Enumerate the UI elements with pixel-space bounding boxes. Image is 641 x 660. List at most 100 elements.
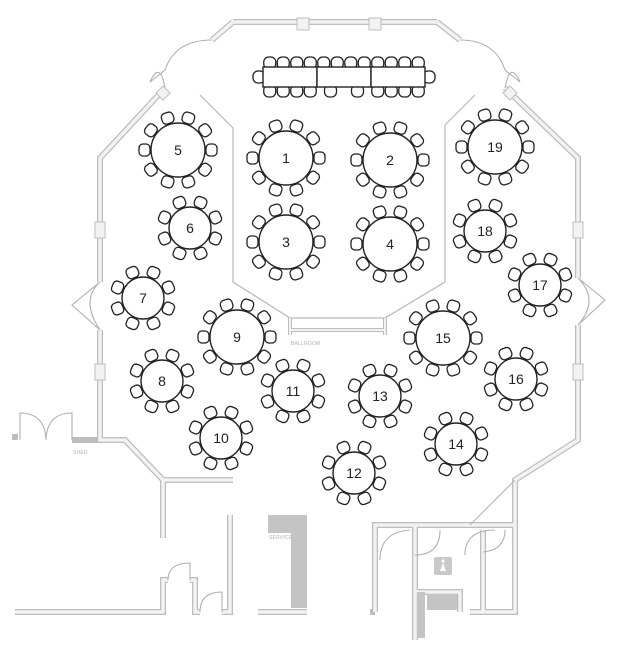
- table-9[interactable]: 9: [197, 298, 277, 376]
- chair: [467, 249, 482, 264]
- chair: [161, 280, 176, 295]
- table-17[interactable]: 17: [507, 252, 573, 318]
- chair: [372, 205, 387, 219]
- table-14[interactable]: 14: [423, 411, 489, 477]
- chair: [534, 361, 549, 376]
- chair: [219, 362, 234, 376]
- chair: [251, 170, 266, 185]
- chair: [355, 133, 370, 148]
- table-1[interactable]: 1: [246, 119, 326, 197]
- table-10[interactable]: 10: [188, 405, 254, 471]
- chair: [408, 311, 423, 326]
- chair: [507, 267, 522, 282]
- chair: [165, 348, 180, 363]
- chair: [410, 133, 425, 148]
- chair: [197, 330, 210, 344]
- table-number: 6: [186, 220, 194, 236]
- chair: [224, 405, 239, 420]
- table-16[interactable]: 16: [483, 346, 549, 412]
- chair: [296, 358, 311, 373]
- table-18[interactable]: 18: [452, 198, 518, 264]
- chair: [372, 455, 387, 470]
- table-number: 9: [233, 329, 241, 345]
- chair: [251, 131, 266, 146]
- chair: [488, 249, 503, 264]
- chair: [313, 235, 326, 249]
- table-6[interactable]: 6: [157, 195, 223, 261]
- chair: [268, 267, 283, 281]
- table-19[interactable]: 19: [455, 108, 535, 186]
- table-number: 8: [158, 373, 166, 389]
- chair: [251, 215, 266, 230]
- chair: [321, 455, 336, 470]
- table-number: 19: [487, 139, 503, 155]
- chair: [193, 246, 208, 261]
- table-5[interactable]: 5: [138, 111, 218, 189]
- chair: [403, 331, 416, 345]
- chair: [558, 288, 573, 303]
- chair: [257, 349, 272, 364]
- chair: [180, 384, 195, 399]
- round-table: [362, 132, 418, 188]
- table-2[interactable]: 2: [350, 121, 430, 199]
- chair: [268, 203, 283, 217]
- chair: [503, 234, 518, 249]
- table-number: 7: [139, 290, 147, 306]
- table-3[interactable]: 3: [246, 203, 326, 281]
- chair: [246, 151, 259, 165]
- table-number: 10: [213, 430, 229, 446]
- chair: [488, 198, 503, 213]
- chair: [383, 363, 398, 378]
- chair: [417, 153, 430, 167]
- head-table[interactable]: [252, 56, 436, 98]
- chair: [460, 120, 475, 135]
- chair: [355, 217, 370, 232]
- table-11[interactable]: 11: [260, 358, 326, 424]
- table-15[interactable]: 15: [403, 299, 483, 377]
- table-number: 3: [282, 234, 290, 250]
- chair: [336, 491, 351, 506]
- chair: [157, 231, 172, 246]
- chair: [410, 256, 425, 271]
- chair: [239, 441, 254, 456]
- table-12[interactable]: 12: [321, 440, 387, 506]
- service-label: SERVICE: [269, 535, 293, 541]
- chair: [172, 246, 187, 261]
- chair: [558, 267, 573, 282]
- chair: [240, 298, 255, 312]
- chair: [289, 267, 304, 281]
- chair: [408, 350, 423, 365]
- chair: [219, 298, 234, 312]
- chair: [350, 237, 363, 251]
- round-table: [518, 263, 562, 307]
- table-8[interactable]: 8: [129, 348, 195, 414]
- chair: [438, 411, 453, 426]
- chair: [438, 462, 453, 477]
- chair: [357, 440, 372, 455]
- table-number: 12: [346, 465, 362, 481]
- table-13[interactable]: 13: [347, 363, 413, 429]
- chair: [268, 119, 283, 133]
- table-7[interactable]: 7: [110, 265, 176, 331]
- chair: [239, 420, 254, 435]
- chair: [180, 363, 195, 378]
- chair: [306, 215, 321, 230]
- table-number: 11: [286, 383, 301, 399]
- round-table: [258, 214, 314, 270]
- round-table: [209, 309, 265, 365]
- chair: [275, 409, 290, 424]
- restroom-icon: [434, 557, 452, 575]
- chair: [203, 405, 218, 420]
- head-table-segment: [370, 66, 426, 88]
- table-4[interactable]: 4: [350, 205, 430, 283]
- chair: [157, 210, 172, 225]
- chair: [208, 210, 223, 225]
- round-table: [362, 216, 418, 272]
- chair: [275, 358, 290, 373]
- chair: [362, 363, 377, 378]
- chair: [498, 397, 513, 412]
- chair: [240, 362, 255, 376]
- chair: [503, 213, 518, 228]
- chair: [393, 205, 408, 219]
